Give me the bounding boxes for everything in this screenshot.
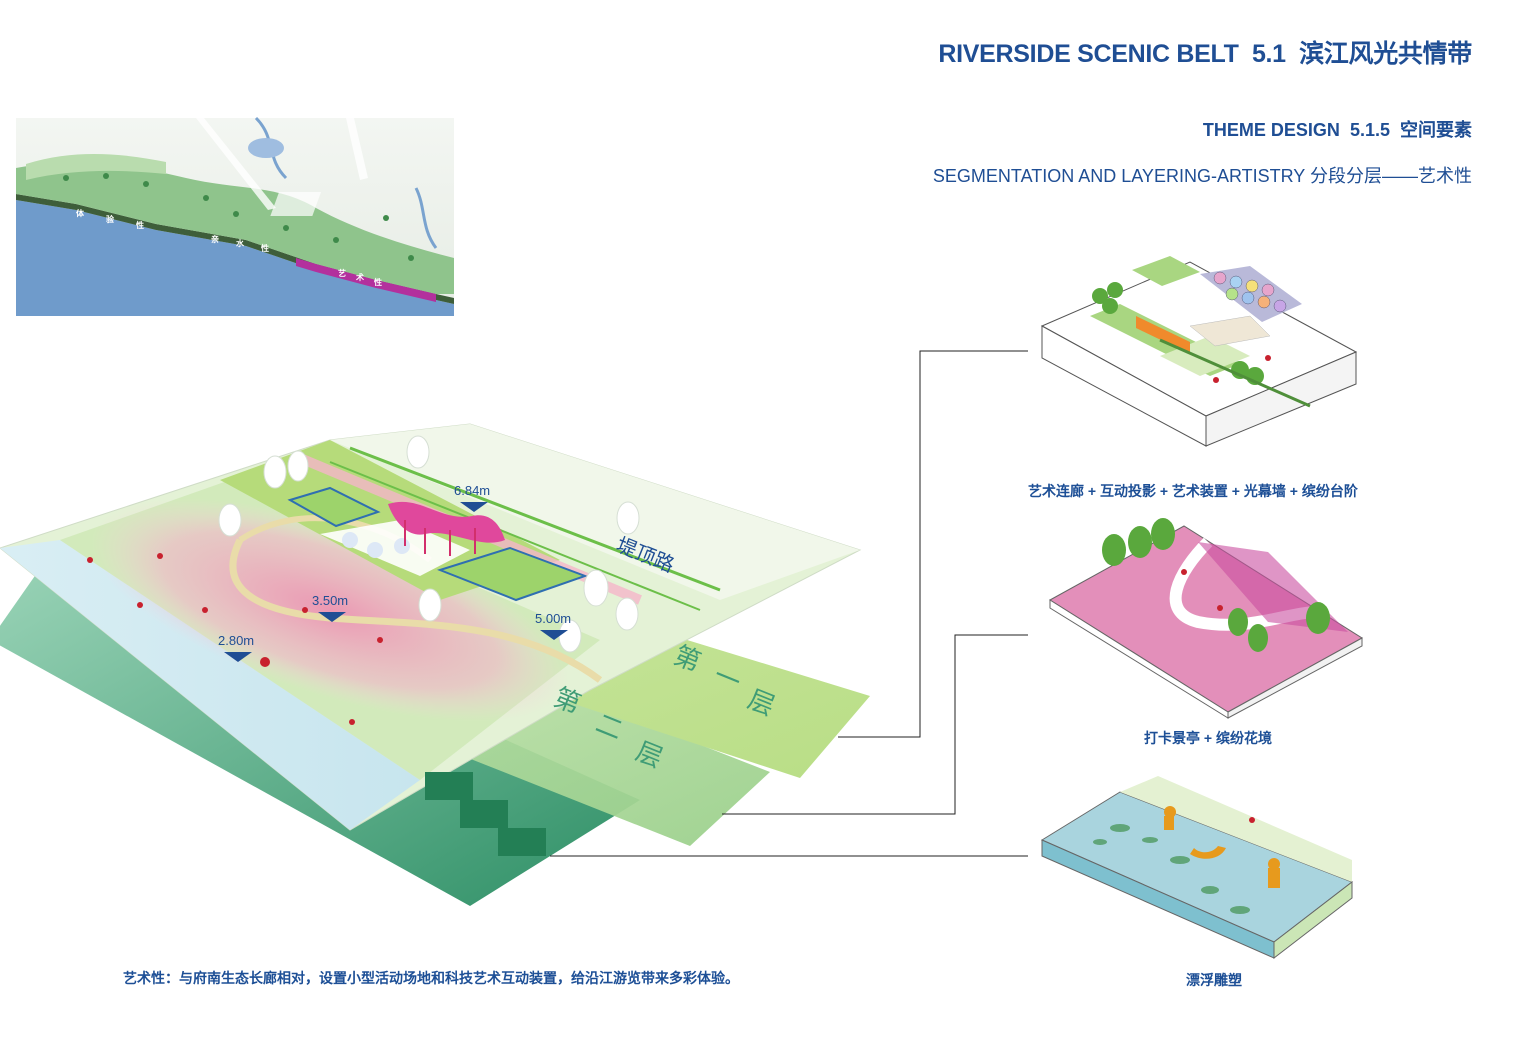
segment-cn: 分段分层——艺术性 bbox=[1310, 166, 1472, 186]
detail-pavilion bbox=[1049, 518, 1363, 719]
keymap-label-5: 水 bbox=[235, 238, 245, 248]
keymap-label-1: 体 bbox=[76, 208, 85, 218]
keymap-label-3: 性 bbox=[136, 220, 144, 230]
theme-number: 5.1.5 bbox=[1349, 120, 1390, 140]
detail-art-corridor bbox=[1040, 256, 1358, 447]
segment-en: SEGMENTATION AND LAYERING-ARTISTRY bbox=[932, 166, 1305, 186]
elevation-label-3: 5.00m bbox=[535, 611, 571, 626]
keymap-label-9: 性 bbox=[374, 277, 382, 287]
elevation-marker-4: 2.80m bbox=[218, 633, 254, 662]
detail-floating-sculpture bbox=[1040, 776, 1354, 960]
keymap-label-6: 性 bbox=[261, 243, 269, 253]
keymap-label-2: 验 bbox=[106, 214, 115, 224]
title-cn: 滨江风光共情带 bbox=[1299, 40, 1472, 68]
flower-field bbox=[90, 498, 570, 722]
theme-cn: 空间要素 bbox=[1400, 120, 1472, 140]
keymap-label-8: 术 bbox=[355, 272, 364, 282]
page-title: RIVERSIDE SCENIC BELT 5.1 滨江风光共情带 bbox=[938, 34, 1472, 70]
elevation-marker-1: 6.84m bbox=[454, 483, 490, 512]
caption-detail-2: 打卡景亭 + 缤纷花境 bbox=[1144, 730, 1272, 746]
elevation-marker-3: 5.00m bbox=[535, 611, 571, 640]
river-strip bbox=[0, 540, 420, 830]
theme-en: THEME DESIGN bbox=[1202, 120, 1340, 140]
description-text: 艺术性：与府南生态长廊相对，设置小型活动场地和科技艺术互动装置，给沿江游览带来多… bbox=[123, 970, 739, 986]
keymap-label-7: 艺 bbox=[338, 268, 346, 278]
key-map: 体 验 性 亲 水 性 艺 术 性 bbox=[16, 116, 454, 316]
subsection-title: SEGMENTATION AND LAYERING-ARTISTRY 分段分层—… bbox=[933, 162, 1472, 188]
stair-blocks bbox=[425, 772, 546, 856]
keymap-label-4: 亲 bbox=[211, 234, 219, 244]
caption-detail-3: 漂浮雕塑 bbox=[1186, 972, 1242, 988]
caption-detail-1: 艺术连廊 + 互动投影 + 艺术装置 + 光幕墙 + 缤纷台阶 bbox=[1028, 483, 1358, 499]
elevation-label-2: 3.50m bbox=[312, 593, 348, 608]
elevation-marker-2: 3.50m bbox=[312, 593, 348, 622]
elevation-label-1: 6.84m bbox=[454, 483, 490, 498]
elevation-label-4: 2.80m bbox=[218, 633, 254, 648]
main-plan: 6.84m 3.50m 5.00m 2.80m 堤顶路 第 一 层 第 二 层 bbox=[0, 423, 870, 906]
title-en: RIVERSIDE SCENIC BELT bbox=[938, 40, 1239, 68]
section-title: THEME DESIGN 5.1.5 空间要素 bbox=[1203, 116, 1472, 142]
title-number: 5.1 bbox=[1251, 40, 1286, 68]
